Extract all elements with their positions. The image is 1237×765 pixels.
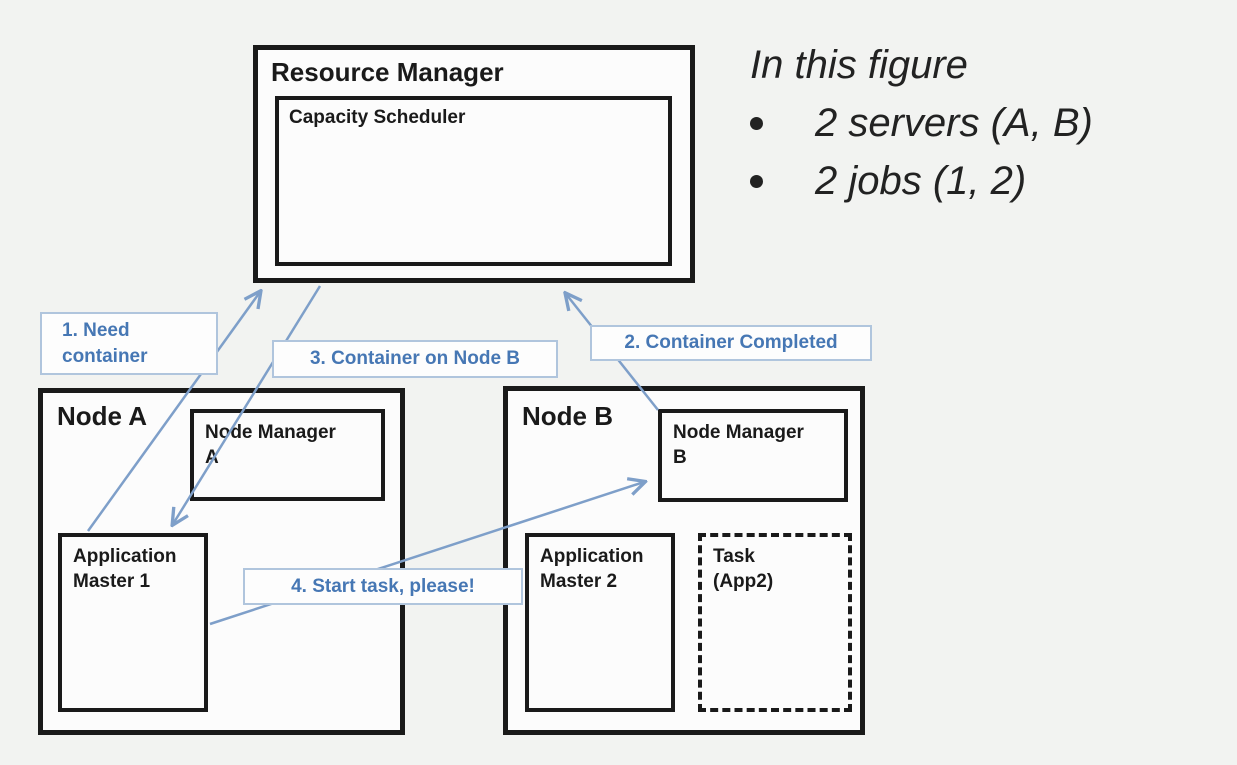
- bullet-icon: [750, 116, 763, 130]
- capacity-scheduler-label: Capacity Scheduler: [289, 107, 466, 128]
- task-app2-label: Task (App2): [713, 546, 774, 592]
- figure-note-bullet-servers: 2 servers (A, B): [750, 94, 1093, 152]
- step-2-container-completed-label: 2. Container Completed: [590, 325, 872, 361]
- step-4-start-task-label: 4. Start task, please!: [243, 568, 523, 605]
- step-1-need-container-label: 1. Need container: [40, 312, 218, 375]
- node-manager-b-label: Node Manager B: [673, 422, 804, 468]
- application-master-1-label: Application Master 1: [73, 546, 177, 592]
- task-app2-box: Task (App2): [698, 533, 852, 712]
- application-master-2-label: Application Master 2: [540, 546, 644, 592]
- figure-note-bullet-jobs: 2 jobs (1, 2): [750, 152, 1093, 210]
- application-master-1-box: Application Master 1: [58, 533, 208, 712]
- figure-note-heading: In this figure: [750, 43, 968, 87]
- figure-note: In this figure 2 servers (A, B) 2 jobs (…: [750, 36, 1093, 210]
- node-a-label: Node A: [57, 401, 148, 431]
- step-3-container-on-node-b-label: 3. Container on Node B: [272, 340, 558, 378]
- figure-note-bullet-text: 2 servers (A, B): [815, 101, 1093, 145]
- node-manager-a-label: Node Manager A: [205, 422, 336, 468]
- resource-manager-label: Resource Manager: [271, 57, 504, 87]
- node-b-label: Node B: [522, 401, 613, 431]
- node-manager-b-box: Node Manager B: [658, 409, 848, 502]
- node-manager-a-box: Node Manager A: [190, 409, 385, 501]
- capacity-scheduler-box: Capacity Scheduler: [275, 96, 672, 266]
- bullet-icon: [750, 174, 763, 188]
- resource-manager-box: Resource Manager Capacity Scheduler: [253, 45, 695, 283]
- application-master-2-box: Application Master 2: [525, 533, 675, 712]
- figure-note-bullet-text: 2 jobs (1, 2): [815, 159, 1027, 203]
